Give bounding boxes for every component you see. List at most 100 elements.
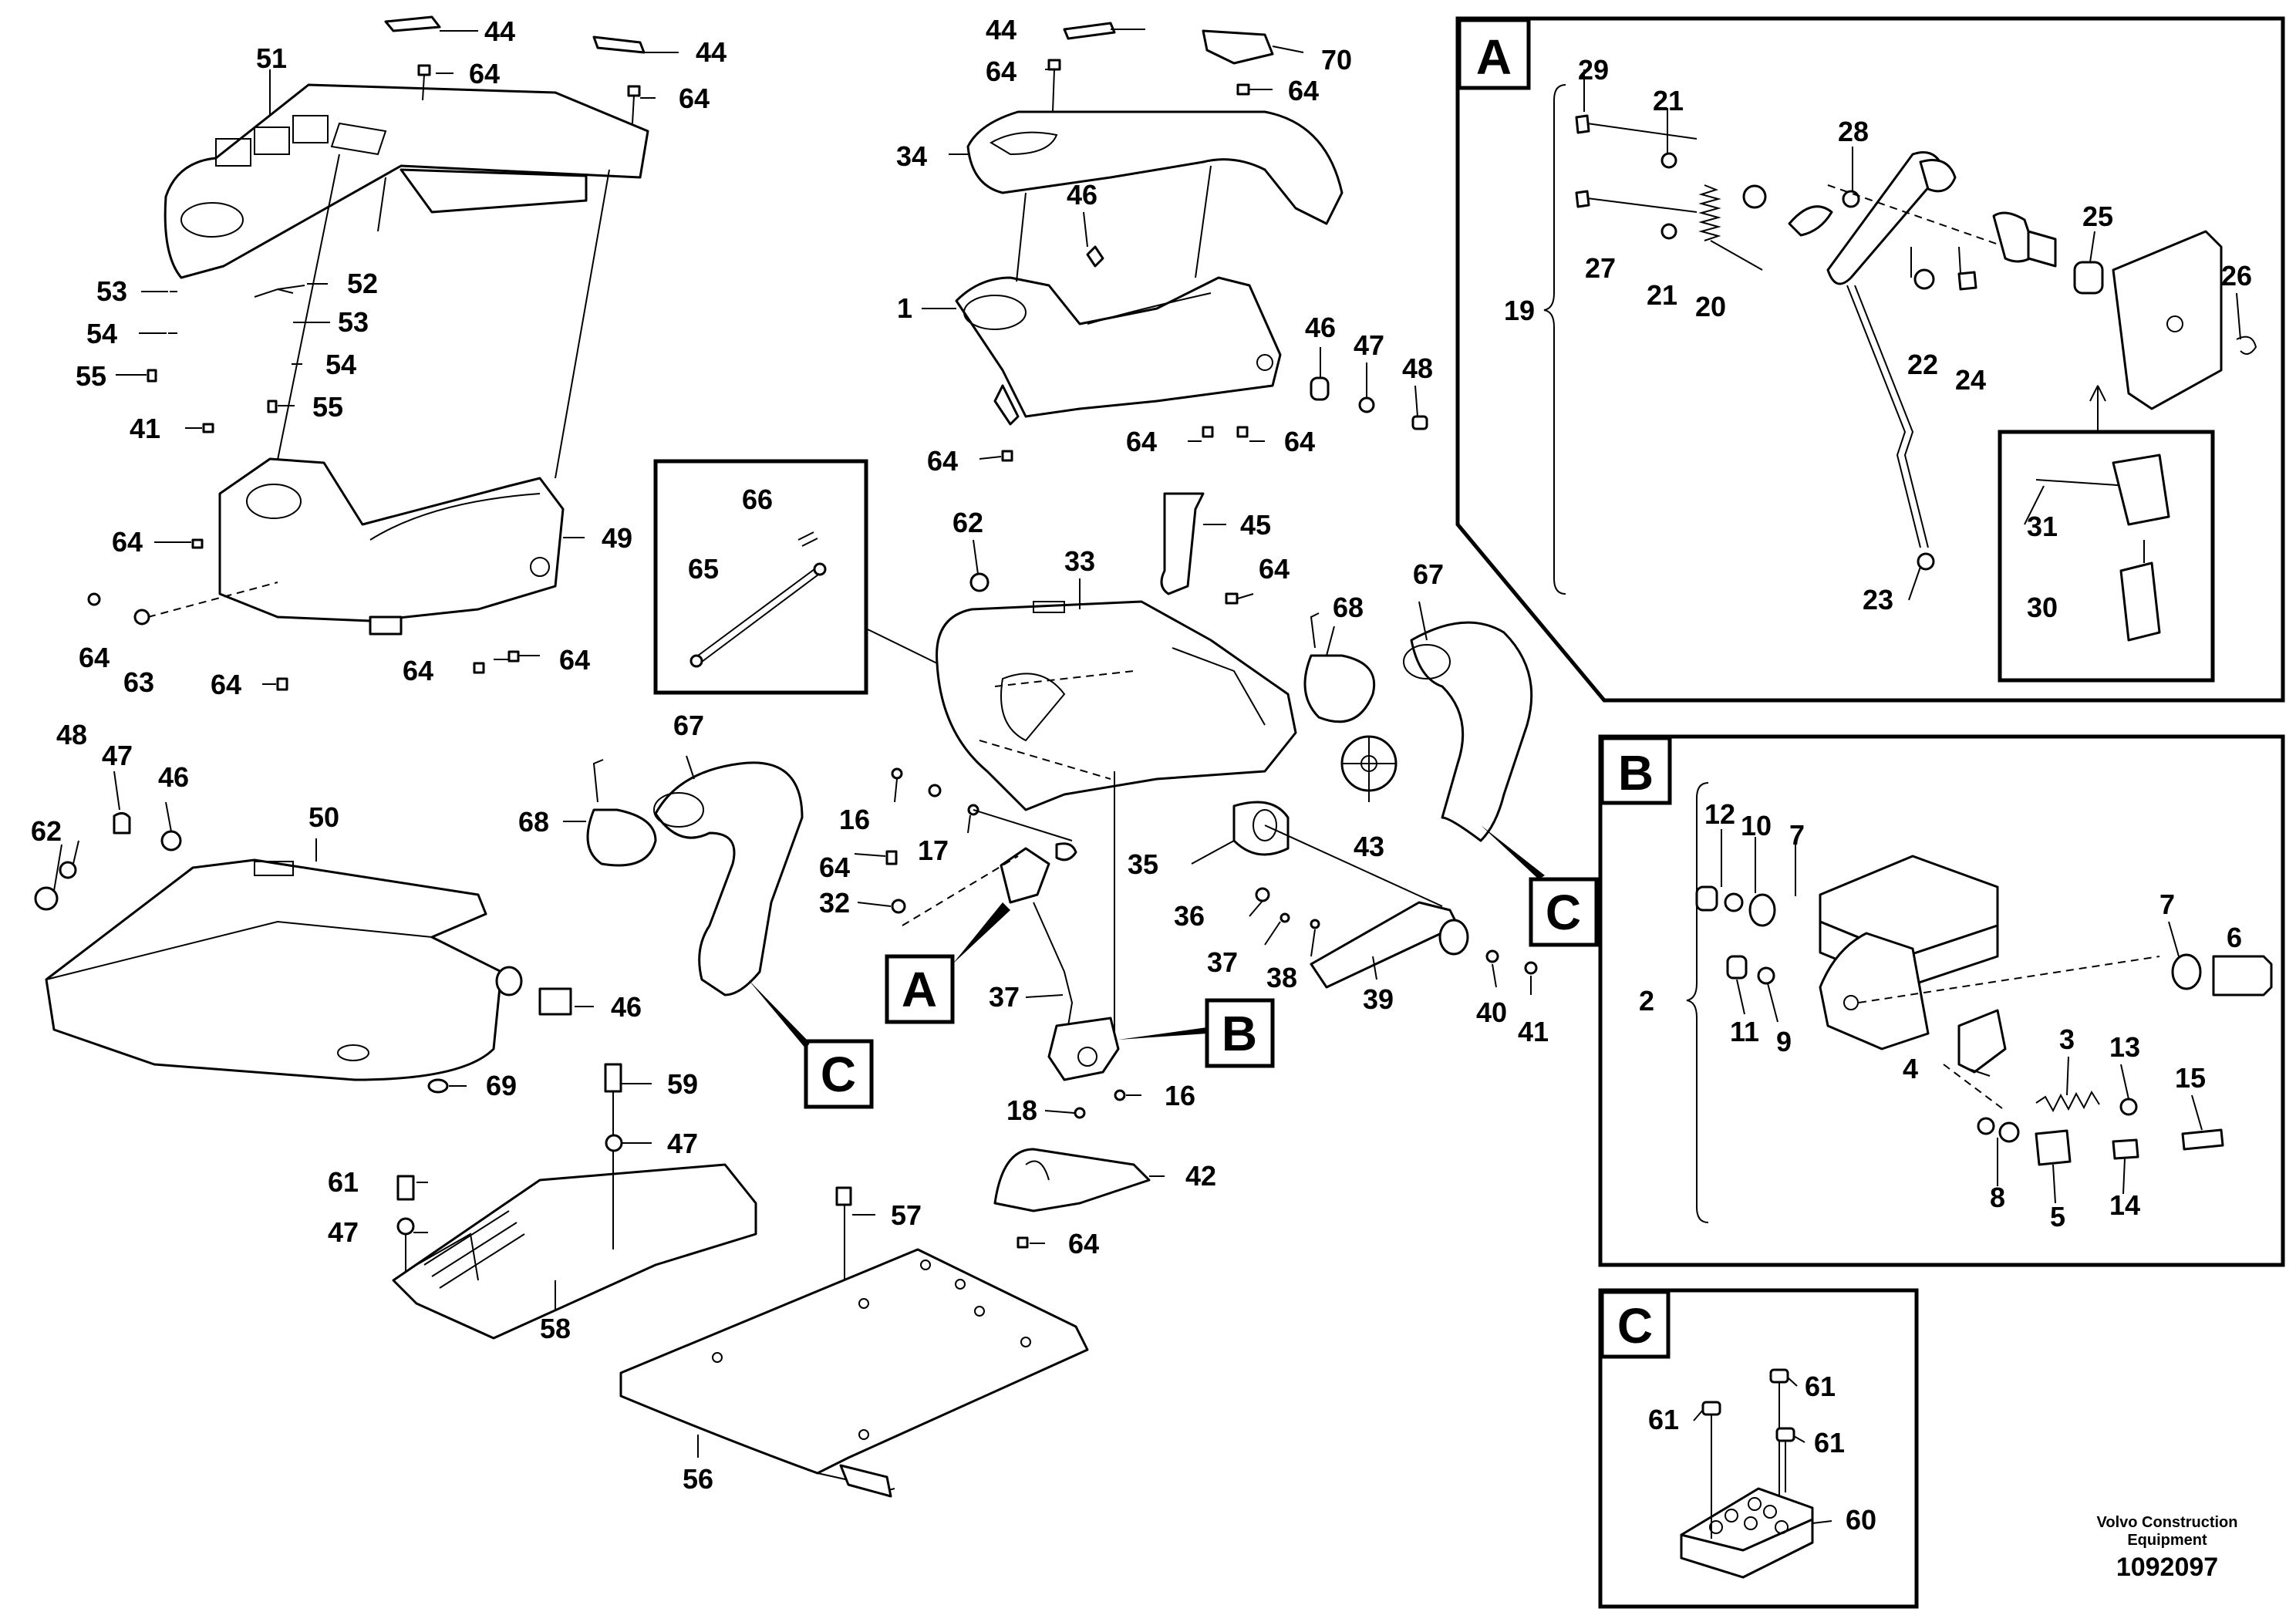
label-64n: 64 xyxy=(819,851,850,883)
side-panel-50 xyxy=(34,812,572,1094)
label-19: 19 xyxy=(1504,295,1535,326)
label-64l: 64 xyxy=(927,445,958,477)
callout-c-right: C xyxy=(1481,825,1599,947)
leader-lines xyxy=(53,29,1532,1458)
label-62b: 62 xyxy=(31,815,62,847)
label-61a: 61 xyxy=(328,1166,359,1198)
label-64c: 64 xyxy=(112,526,143,558)
label-41b: 41 xyxy=(1518,1016,1549,1047)
label-64d: 64 xyxy=(79,642,110,673)
label-42: 42 xyxy=(1185,1160,1216,1192)
label-15: 15 xyxy=(2175,1062,2206,1094)
callout-c-left: C xyxy=(748,980,874,1109)
label-69: 69 xyxy=(486,1070,517,1101)
label-21b: 21 xyxy=(1647,279,1677,311)
label-64g: 64 xyxy=(559,644,590,676)
svg-text:A: A xyxy=(902,962,937,1017)
label-34: 34 xyxy=(896,140,927,172)
label-11: 11 xyxy=(1730,1016,1759,1047)
label-23: 23 xyxy=(1863,584,1893,615)
label-50: 50 xyxy=(308,801,339,833)
label-65: 65 xyxy=(688,553,719,585)
label-67a: 67 xyxy=(1413,558,1444,590)
label-40: 40 xyxy=(1476,996,1507,1028)
svg-text:C: C xyxy=(821,1047,856,1102)
console-frame-1 xyxy=(955,165,1428,462)
label-25: 25 xyxy=(2082,201,2113,232)
label-29: 29 xyxy=(1578,54,1609,86)
label-68b: 68 xyxy=(518,806,549,838)
label-55a: 55 xyxy=(76,360,106,392)
label-33: 33 xyxy=(1064,545,1095,577)
label-5: 5 xyxy=(2050,1201,2065,1233)
label-47a: 47 xyxy=(1354,329,1384,361)
label-53b: 53 xyxy=(338,306,369,338)
label-48a: 48 xyxy=(1402,352,1433,384)
label-37b: 37 xyxy=(989,981,1020,1013)
label-63: 63 xyxy=(123,666,154,698)
credit-line-1: Volvo Construction xyxy=(2097,1514,2238,1531)
label-35: 35 xyxy=(1128,848,1158,880)
cover-42 xyxy=(993,1148,1151,1249)
label-7b: 7 xyxy=(2159,889,2175,920)
label-59: 59 xyxy=(667,1068,698,1100)
label-61d: 61 xyxy=(1814,1427,1845,1458)
label-14: 14 xyxy=(2109,1189,2140,1221)
label-64h: 64 xyxy=(986,56,1017,87)
label-8: 8 xyxy=(1990,1182,2005,1213)
hose-67-left xyxy=(586,759,804,996)
plate-56 xyxy=(619,1186,1089,1498)
label-20: 20 xyxy=(1695,291,1726,322)
label-70: 70 xyxy=(1321,44,1352,76)
label-47b: 47 xyxy=(102,740,133,771)
label-61c: 61 xyxy=(1648,1404,1679,1435)
handle-parts-lower xyxy=(1232,612,1538,989)
label-46b: 46 xyxy=(1305,312,1336,343)
label-27: 27 xyxy=(1585,252,1616,284)
label-44a: 44 xyxy=(484,15,515,47)
callout-a-main: A xyxy=(885,902,1010,1024)
console-frame-49 xyxy=(218,153,610,636)
label-49: 49 xyxy=(602,522,632,554)
handle-support-33 xyxy=(936,492,1297,811)
label-60: 60 xyxy=(1846,1504,1876,1536)
label-61b: 61 xyxy=(1805,1371,1836,1402)
console-cover-51 xyxy=(164,83,649,279)
label-12: 12 xyxy=(1704,798,1735,830)
label-57: 57 xyxy=(891,1199,922,1231)
label-62a: 62 xyxy=(952,507,983,538)
label-46a: 46 xyxy=(1067,179,1097,211)
label-16a: 16 xyxy=(839,804,870,835)
label-13: 13 xyxy=(2109,1031,2140,1063)
label-64a: 64 xyxy=(469,58,500,89)
label-24: 24 xyxy=(1955,364,1986,396)
label-18: 18 xyxy=(1006,1094,1037,1126)
credit-line-2: Equipment xyxy=(2127,1532,2207,1549)
callout-b-main: B xyxy=(1118,998,1275,1068)
label-67b: 67 xyxy=(673,710,704,741)
label-47d: 47 xyxy=(328,1216,359,1248)
label-36: 36 xyxy=(1174,900,1205,932)
label-2: 2 xyxy=(1639,985,1654,1017)
label-9: 9 xyxy=(1776,1026,1792,1057)
part-number-labels: 44 44 44 51 64 64 53 52 54 53 55 54 55 4… xyxy=(31,14,2252,1536)
label-53a: 53 xyxy=(96,275,127,307)
label-43: 43 xyxy=(1354,831,1384,862)
control-lever-parts xyxy=(885,767,1126,1119)
label-55b: 55 xyxy=(312,391,343,423)
label-46c: 46 xyxy=(158,761,189,793)
label-7a: 7 xyxy=(1789,819,1805,851)
label-6: 6 xyxy=(2227,922,2242,953)
label-30: 30 xyxy=(2027,592,2058,623)
inset-gas-spring xyxy=(653,459,938,695)
svg-text:C: C xyxy=(1546,885,1581,940)
label-21a: 21 xyxy=(1653,85,1684,116)
label-10: 10 xyxy=(1741,810,1772,841)
detail-letter-a: A xyxy=(1476,29,1512,85)
label-64k: 64 xyxy=(1284,426,1315,457)
publisher-credit: Volvo Construction Equipment 1092097 xyxy=(2097,1514,2238,1582)
label-38: 38 xyxy=(1266,962,1297,993)
label-31: 31 xyxy=(2027,511,2058,542)
label-64m: 64 xyxy=(1259,553,1290,585)
